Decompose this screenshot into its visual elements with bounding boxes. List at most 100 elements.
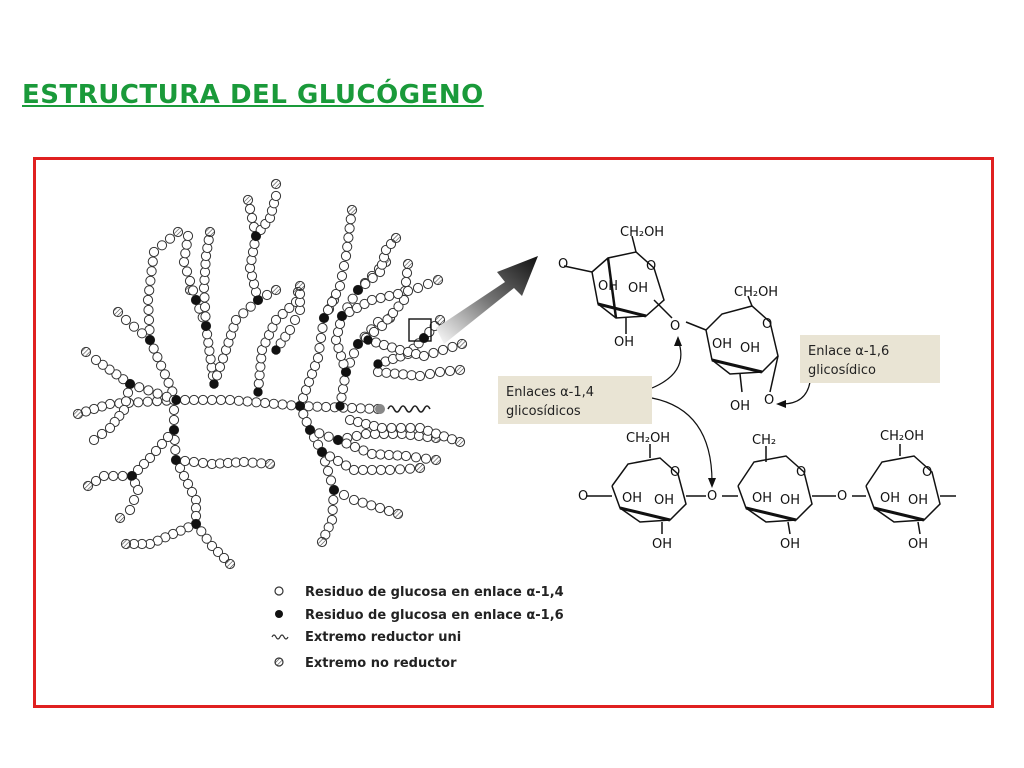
alpha14-residue	[400, 276, 412, 288]
alpha14-residue	[317, 322, 328, 334]
alpha14-residue	[152, 388, 163, 399]
glucose-ring-bottom-3	[852, 444, 956, 535]
alpha14-residue	[366, 500, 377, 511]
alpha14-residue	[132, 484, 144, 496]
alpha14-residue	[320, 401, 332, 413]
alpha14-residue	[347, 293, 358, 304]
alpha14-residue	[120, 314, 132, 326]
alpha16-residue	[251, 231, 261, 241]
alpha14-residue	[90, 354, 102, 366]
alpha14-residue	[387, 307, 399, 319]
alpha14-residue	[133, 397, 144, 408]
svg-text:O: O	[670, 319, 680, 334]
diagram-frame	[33, 157, 994, 708]
alpha16-residue	[337, 311, 347, 321]
non-reducing-end	[72, 408, 84, 420]
non-reducing-end	[270, 284, 282, 296]
alpha14-residue	[327, 504, 338, 516]
non-reducing-end	[112, 306, 124, 318]
alpha14-residue	[218, 552, 230, 564]
alpha16-residue	[169, 425, 179, 435]
alpha14-residue	[179, 394, 191, 406]
svg-text:OH: OH	[880, 491, 900, 506]
alpha16-residue	[127, 471, 137, 481]
svg-text:Enlaces α-1,4: Enlaces α-1,4	[506, 385, 594, 400]
alpha14-residue	[410, 452, 422, 463]
legend-item-non-reducing-end: Extremo no reductor	[274, 656, 457, 671]
non-reducing-end	[430, 454, 442, 466]
alpha14-residue	[174, 462, 186, 474]
alpha14-residue	[412, 282, 424, 294]
alpha14-residue	[138, 458, 150, 470]
alpha14-residue	[238, 456, 250, 468]
alpha14-residue	[128, 321, 140, 332]
alpha14-residue	[344, 223, 355, 234]
alpha16-residue	[363, 335, 373, 345]
alpha14-residue	[336, 392, 347, 403]
alpha14-residue	[312, 401, 323, 412]
svg-text:OH: OH	[908, 493, 928, 508]
alpha16-residue	[295, 401, 305, 411]
alpha16-residue	[335, 401, 345, 411]
svg-text:CH₂OH: CH₂OH	[734, 285, 778, 300]
chem-labels: CH₂OH O O OH OH OH O CH₂OH O OH OH OH O …	[558, 225, 932, 552]
alpha14-residue	[314, 342, 325, 354]
glucose-ring-bottom-1	[586, 444, 706, 534]
alpha14-residue	[148, 343, 159, 354]
alpha14-residue	[244, 203, 256, 215]
label-alpha16-glycosidic: Enlace α-1,6 glicosídico	[800, 335, 940, 383]
alpha14-residue	[117, 470, 128, 482]
alpha14-residue	[122, 387, 134, 398]
alpha16-residue	[333, 435, 343, 445]
alpha14-residue	[336, 270, 348, 282]
alpha14-residue	[351, 430, 362, 442]
alpha14-residue	[187, 285, 199, 296]
alpha14-residue	[414, 370, 426, 382]
alpha14-residue	[392, 450, 403, 461]
alpha14-residue	[162, 431, 174, 443]
svg-text:OH: OH	[712, 337, 732, 352]
svg-text:CH₂OH: CH₂OH	[626, 431, 670, 446]
alpha16-residue	[191, 295, 201, 305]
svg-text:OH: OH	[740, 341, 760, 356]
non-reducing-end	[392, 508, 404, 520]
alpha14-residue	[339, 375, 350, 386]
non-reducing-end	[80, 346, 92, 358]
non-reducing-end	[390, 232, 402, 244]
non-reducing-end	[402, 258, 414, 270]
alpha16-residue	[171, 455, 181, 465]
alpha14-residue	[98, 470, 110, 482]
alpha14-residue	[143, 385, 154, 396]
svg-text:Residuo de glucosa en enlace α: Residuo de glucosa en enlace α-1,4	[305, 585, 564, 600]
non-reducing-end	[434, 314, 446, 326]
alpha16-residue	[319, 313, 329, 323]
svg-text:OH: OH	[752, 491, 772, 506]
non-reducing-end	[114, 512, 126, 524]
non-reducing-end	[242, 194, 254, 206]
svg-text:OH: OH	[614, 335, 634, 350]
non-reducing-end	[454, 364, 466, 376]
alpha14-residue	[428, 347, 439, 359]
alpha14-residue	[245, 301, 256, 312]
alpha14-residue	[124, 504, 136, 516]
alpha14-residue	[364, 403, 375, 414]
alpha14-residue	[242, 396, 253, 407]
alpha14-residue	[261, 289, 273, 301]
alpha14-residue	[88, 434, 100, 446]
svg-text:OH: OH	[652, 537, 672, 552]
alpha14-residue	[143, 304, 154, 316]
alpha14-residue	[217, 353, 229, 364]
page-title: ESTRUCTURA DEL GLUCÓGENO	[22, 80, 484, 110]
alpha14-residue	[186, 486, 198, 498]
chemical-structure	[563, 235, 956, 535]
alpha14-residue	[253, 378, 264, 389]
alpha14-residue	[181, 266, 193, 277]
alpha14-residue	[97, 359, 108, 370]
alpha16-residue	[191, 519, 201, 529]
alpha14-residue	[197, 457, 209, 469]
alpha14-residue	[268, 398, 279, 409]
alpha14-residue	[357, 497, 368, 508]
alpha14-residue	[108, 470, 119, 482]
alpha14-residue	[383, 505, 395, 517]
alpha14-residue	[202, 329, 213, 340]
